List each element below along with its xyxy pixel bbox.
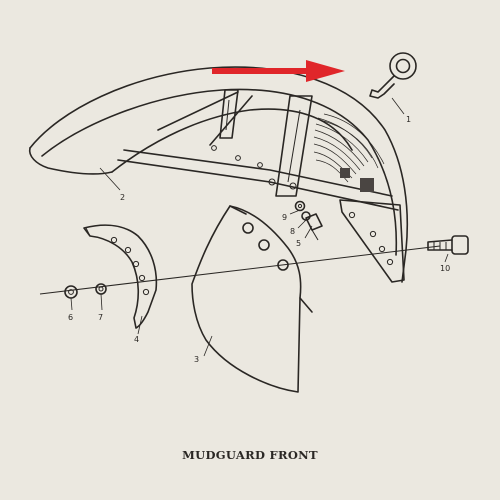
assembly-axis-line xyxy=(39,245,441,295)
part-6-nut xyxy=(64,285,78,299)
part-10-bolt xyxy=(427,235,469,255)
callout-6: 6 xyxy=(68,313,73,322)
callout-8: 8 xyxy=(290,227,295,236)
callout-5: 5 xyxy=(296,239,301,248)
part-5-bolt xyxy=(305,213,323,241)
callout-2: 2 xyxy=(120,193,125,202)
callout-10: 10 xyxy=(440,264,450,273)
diagram-caption: MUDGUARD FRONT xyxy=(182,448,318,462)
callout-9: 9 xyxy=(282,213,287,222)
callout-1: 1 xyxy=(406,115,411,124)
callout-7: 7 xyxy=(98,313,103,322)
callout-leaders xyxy=(70,97,449,357)
part-7-washer xyxy=(95,283,107,295)
part-4-curved-bracket xyxy=(83,224,158,329)
red-arrow-icon xyxy=(212,60,345,82)
part-1-key-clip xyxy=(369,52,417,99)
mudguard-body xyxy=(28,66,409,283)
part-3-stay-plate xyxy=(191,205,313,393)
callout-labels: 1 2 3 4 5 6 7 8 9 10 xyxy=(68,115,450,364)
callout-4: 4 xyxy=(134,335,139,344)
part-9-nut xyxy=(294,200,306,212)
callout-3: 3 xyxy=(194,355,199,364)
